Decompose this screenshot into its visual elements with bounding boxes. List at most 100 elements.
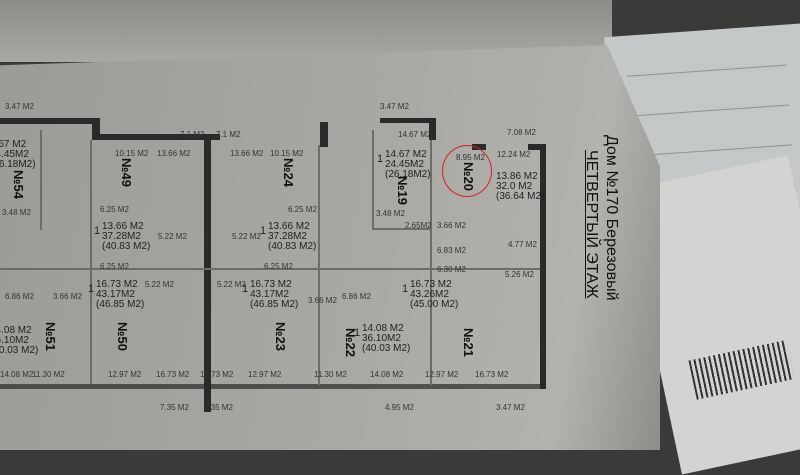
- room-label: 12.24 M2: [497, 150, 531, 159]
- area-line: 16.73 M2: [250, 279, 292, 290]
- barcode-icon: [688, 339, 795, 400]
- room-label: 5.22 M2: [217, 280, 246, 289]
- area-line: 36.10M2: [362, 333, 401, 344]
- room-label: 7.35 M2: [204, 403, 233, 412]
- area-line: (26.18M2): [0, 159, 36, 170]
- area-line: 43.26M2: [410, 289, 449, 300]
- area-line: (46.85 M2): [96, 299, 145, 310]
- area-line: 37.28M2: [102, 231, 141, 242]
- room-label: 6.25 M2: [288, 205, 317, 214]
- unit-number-highlighted: №20: [461, 162, 476, 191]
- room-label: 7.08 M2: [507, 128, 536, 137]
- room-label: 6.86 M2: [5, 292, 34, 301]
- corridor-label: 7.1 M2: [180, 130, 205, 139]
- area-line: 16.73 M2: [410, 279, 452, 290]
- area-line: 13.66 M2: [268, 221, 310, 232]
- room-label: 3.48 M2: [2, 208, 31, 217]
- area-line: 14.67 M2: [385, 149, 427, 160]
- area-line: (40.03 M2): [0, 345, 39, 356]
- area-line: 32.0 M2: [496, 181, 533, 192]
- room-label: 10.15 M2: [270, 149, 304, 158]
- room-label: 7.35 M2: [160, 403, 189, 412]
- area-line: (36.64 M2): [496, 191, 545, 202]
- unit-number: №54: [11, 170, 26, 199]
- room-label: 13.66 M2: [157, 149, 191, 158]
- room-label: 11.30 M2: [314, 370, 347, 379]
- room-label: 3.47 M2: [5, 102, 34, 111]
- room-label: 6.30 M2: [437, 265, 466, 274]
- room-label: 3.66 M2: [308, 296, 337, 305]
- room-label: 16.73 M2: [475, 370, 509, 379]
- unit-number: №51: [43, 322, 58, 351]
- unit-number: №23: [273, 322, 288, 351]
- area-line: 36.10M2: [0, 335, 29, 346]
- room-label: 3.66 M2: [437, 221, 466, 230]
- area-line: 24.45M2: [0, 149, 29, 160]
- floor-title: ЧЕТВЕРТЫЙ ЭТАЖ: [583, 150, 600, 299]
- room-label: 4.77 M2: [508, 240, 537, 249]
- area-line: 13.66 M2: [102, 221, 144, 232]
- room-label: 5.26 M2: [505, 270, 534, 279]
- corridor-label: 6.25 M2: [264, 262, 293, 271]
- room-label: 14.08 M2: [0, 370, 34, 379]
- room-label: 3.48 M2: [376, 209, 405, 218]
- room-label: 5.22 M2: [232, 232, 261, 241]
- room-label: 3.47 M2: [496, 403, 525, 412]
- area-line: 37.28M2: [268, 231, 307, 242]
- area-line: (40.83 M2): [102, 241, 151, 252]
- area-line: 4.67 M2: [0, 139, 27, 150]
- corridor-label: 6.25 M2: [100, 262, 129, 271]
- room-label: 8.95 M2: [456, 153, 485, 162]
- area-line: 43.17M2: [250, 289, 289, 300]
- room-label: 3.66 M2: [53, 292, 82, 301]
- room-label: 16.73 M2: [200, 370, 234, 379]
- room-label: 14.08 M2: [370, 370, 404, 379]
- area-line: 14.08 M2: [0, 325, 32, 336]
- room-label: 12.97 M2: [108, 370, 142, 379]
- area-line: 13.86 M2: [496, 171, 538, 182]
- area-line: (45.00 M2): [410, 299, 459, 310]
- room-label: 6.25 M2: [100, 205, 129, 214]
- room-label: 3.47 M2: [380, 102, 409, 111]
- unit-number: №24: [281, 158, 296, 187]
- area-line: (26.18M2): [385, 169, 431, 180]
- room-label: 10.15 M2: [115, 149, 149, 158]
- area-line: (40.83 M2): [268, 241, 317, 252]
- room-label: 13.66 M2: [230, 149, 264, 158]
- room-label: 16.73 M2: [156, 370, 190, 379]
- unit-number: №19: [395, 176, 410, 205]
- room-label: 14.67 M2: [398, 130, 432, 139]
- unit-number: №21: [461, 328, 476, 357]
- area-line: 14.08 M2: [362, 323, 404, 334]
- room-label: 6.86 M2: [342, 292, 371, 301]
- room-label: 12.97 M2: [425, 370, 459, 379]
- area-line: (40.03 M2): [362, 343, 411, 354]
- unit-number: №50: [115, 322, 130, 351]
- area-line: 16.73 M2: [96, 279, 138, 290]
- room-label: 5.22 M2: [145, 280, 174, 289]
- unit-number: №49: [119, 158, 134, 187]
- area-line: (46.85 M2): [250, 299, 299, 310]
- corridor-label: 7.1 M2: [216, 130, 241, 139]
- floor-plan-page: [0, 45, 660, 450]
- red-circle-annotation: [442, 145, 492, 197]
- room-label: 11.30 M2: [32, 370, 65, 379]
- room-label: 12.97 M2: [248, 370, 282, 379]
- area-line: 24.45M2: [385, 159, 424, 170]
- room-label: 6.83 M2: [437, 246, 466, 255]
- room-label: 2.65M2: [405, 221, 432, 230]
- house-title: Дом №170 Березовый: [603, 135, 620, 301]
- area-line: 43.17M2: [96, 289, 135, 300]
- room-label: 5.22 M2: [158, 232, 187, 241]
- room-label: 4.95 M2: [385, 403, 414, 412]
